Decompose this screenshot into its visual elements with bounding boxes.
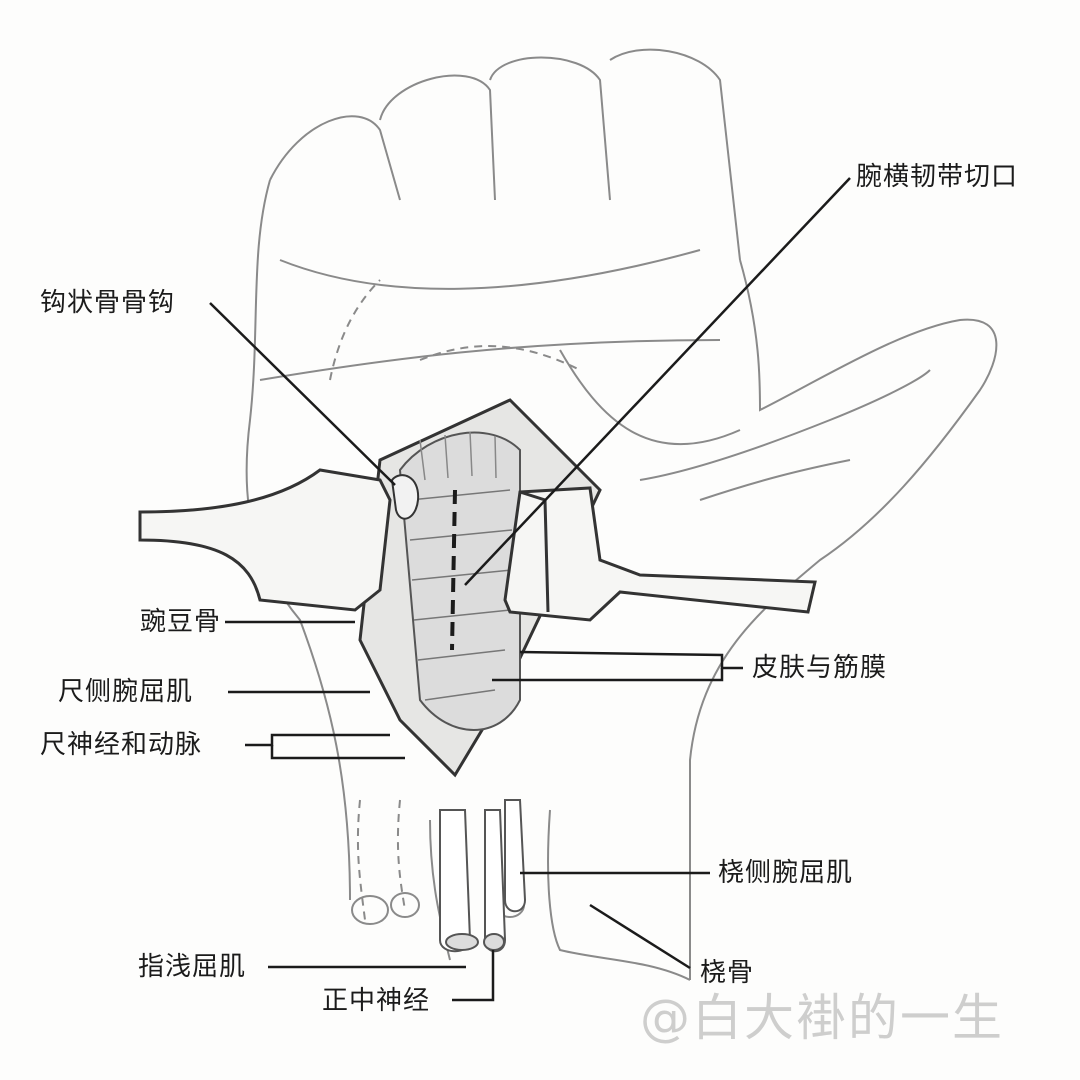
label-fds: 指浅屈肌	[138, 952, 247, 982]
watermark-text: @白大褂的一生	[640, 989, 1004, 1047]
label-skin-fascia: 皮肤与筋膜	[752, 653, 888, 683]
forearm-tendons	[439, 799, 527, 953]
incision-line	[450, 489, 457, 651]
label-median-nerve: 正中神经	[322, 986, 431, 1016]
label-radius: 桡骨	[700, 958, 755, 988]
label-pisiform: 豌豆骨	[140, 607, 222, 637]
label-ulnar-nerve-artery: 尺神经和动脉	[40, 730, 203, 760]
label-hamate-hook: 钩状骨骨钩	[40, 288, 176, 318]
left-retractor	[138, 468, 392, 612]
hamate-hook	[390, 474, 420, 520]
right-retractor	[503, 486, 817, 622]
label-flexor-carpi-ulnaris: 尺侧腕屈肌	[58, 677, 194, 707]
label-ligament-incision: 腕横韧带切口	[856, 162, 1019, 192]
leader-lines	[209, 177, 851, 1002]
label-flexor-carpi-radialis: 桡侧腕屈肌	[718, 858, 854, 888]
